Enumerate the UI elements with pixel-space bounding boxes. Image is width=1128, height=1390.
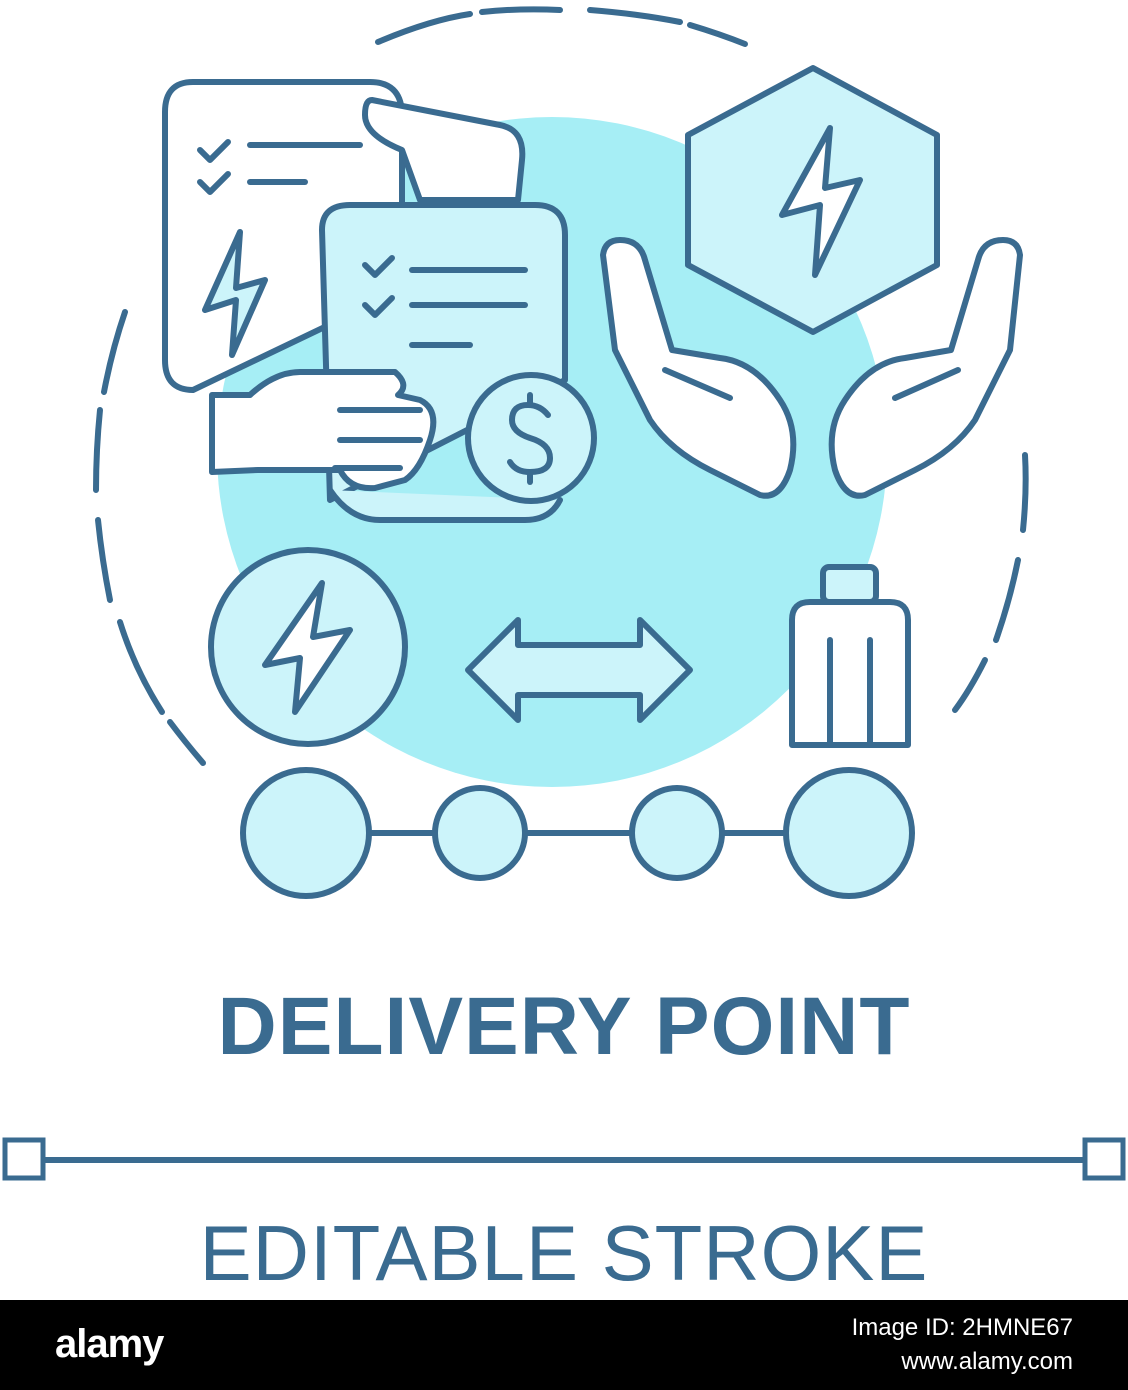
- site-url: www.alamy.com: [901, 1348, 1073, 1375]
- hands-protect-energy-icon: [600, 65, 1023, 499]
- brand-logo: alamy: [55, 1322, 164, 1366]
- title: DELIVERY POINT: [217, 981, 911, 1072]
- delivery-point-illustration: [93, 6, 1029, 899]
- two-way-arrow-icon: [465, 617, 693, 723]
- image-id: Image ID: 2HMNE67: [851, 1314, 1073, 1341]
- footer-bar: alamy Image ID: 2HMNE67 www.alamy.com: [0, 1300, 1128, 1390]
- dollar-coin-icon: [465, 372, 597, 504]
- energy-circle-icon: [208, 547, 408, 747]
- divider-handle-right: [1082, 1137, 1126, 1181]
- battery-icon: [789, 564, 911, 748]
- subtitle: EDITABLE STROKE: [199, 1209, 929, 1297]
- divider-handle-left: [2, 1137, 46, 1181]
- connection-nodes-icon: [240, 767, 915, 899]
- editable-stroke-divider: [2, 1137, 1126, 1181]
- energy-contract-icon: [162, 79, 568, 523]
- dashed-ring-icon: [93, 6, 1029, 766]
